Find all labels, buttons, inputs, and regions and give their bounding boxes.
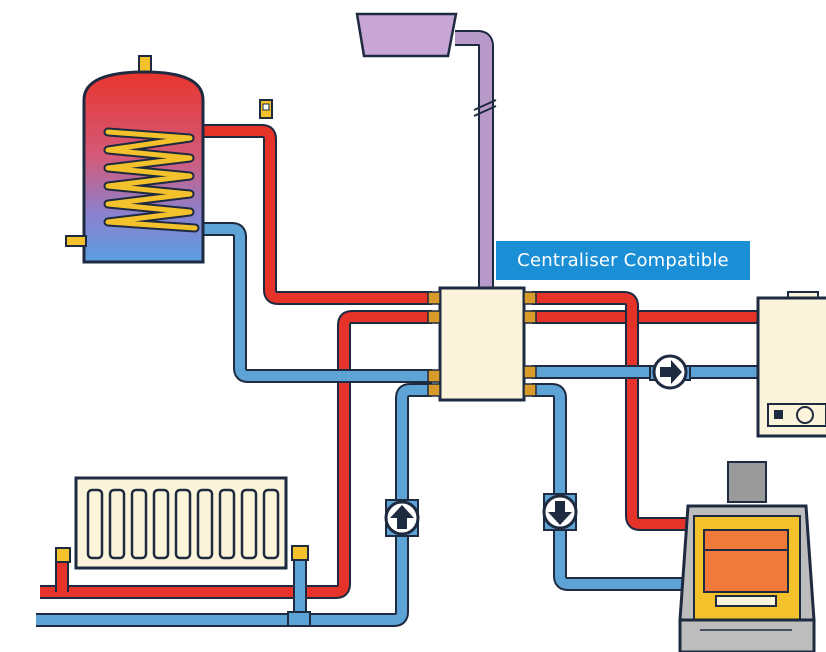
pump-down-icon xyxy=(542,493,578,531)
cold-pipes xyxy=(36,222,760,627)
pump-up-icon xyxy=(384,499,420,537)
wood-stove xyxy=(678,461,816,652)
hot-water-cylinder xyxy=(65,55,205,264)
centraliser-compatible-label: Centraliser Compatible xyxy=(496,241,750,280)
centraliser-unit xyxy=(427,286,537,402)
air-vent-valve xyxy=(259,99,273,119)
boiler xyxy=(756,291,826,438)
radiator xyxy=(55,476,311,627)
hot-pipes xyxy=(40,124,760,599)
header-tank xyxy=(355,12,458,58)
pump-right-icon xyxy=(649,354,691,390)
vent-pipe xyxy=(455,30,497,291)
